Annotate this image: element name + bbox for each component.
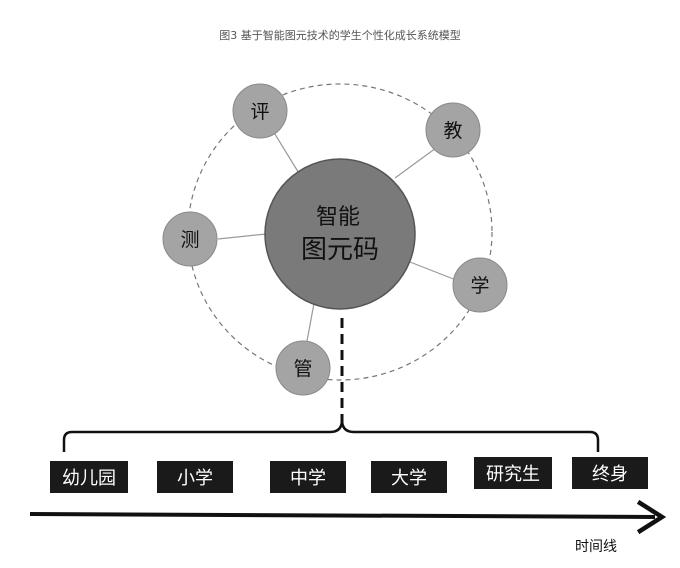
center-node-line1: 智能: [316, 205, 360, 230]
stage-box-university: 大学: [371, 461, 447, 493]
stage-label-graduate: 研究生: [486, 464, 540, 485]
figure-caption: 图3 基于智能图元技术的学生个性化成长系统模型: [219, 29, 461, 42]
stage-label-lifelong: 终身: [592, 464, 628, 485]
satellite-label-ce: 测: [180, 229, 199, 251]
stage-box-primary: 小学: [157, 461, 233, 493]
timeline-label: 时间线: [575, 539, 617, 555]
timeline-arrow-shaft: [29, 512, 656, 519]
stage-label-university: 大学: [391, 468, 427, 489]
satellite-node-ce: 测: [162, 211, 218, 267]
center-node-line2: 图元码: [301, 235, 379, 265]
stage-label-kindergarten: 幼儿园: [62, 468, 116, 489]
connector-ce: [217, 233, 267, 240]
stage-box-secondary: 中学: [270, 461, 346, 493]
satellite-node-jiao: 教: [425, 102, 481, 158]
stage-box-lifelong: 终身: [572, 457, 648, 489]
connector-xue: [409, 261, 457, 281]
stage-label-primary: 小学: [177, 468, 213, 489]
stage-box-graduate: 研究生: [474, 457, 552, 489]
connector-jiao: [394, 147, 437, 179]
satellite-node-guan: 管: [275, 340, 331, 396]
timeline-brace: [62, 419, 600, 452]
satellite-node-xue: 学: [452, 257, 508, 313]
timeline-arrow-head: [636, 499, 667, 535]
stage-box-kindergarten: 幼儿园: [50, 461, 128, 493]
satellite-label-jiao: 教: [443, 120, 462, 142]
satellite-label-xue: 学: [470, 275, 489, 297]
stage-label-secondary: 中学: [290, 468, 326, 489]
connector-guan: [306, 297, 316, 342]
connector-ping: [269, 125, 301, 176]
satellite-label-guan: 管: [293, 358, 312, 380]
center-node-circle: [264, 158, 416, 310]
satellite-label-ping: 评: [250, 101, 269, 123]
satellite-node-ping: 评: [232, 83, 288, 139]
